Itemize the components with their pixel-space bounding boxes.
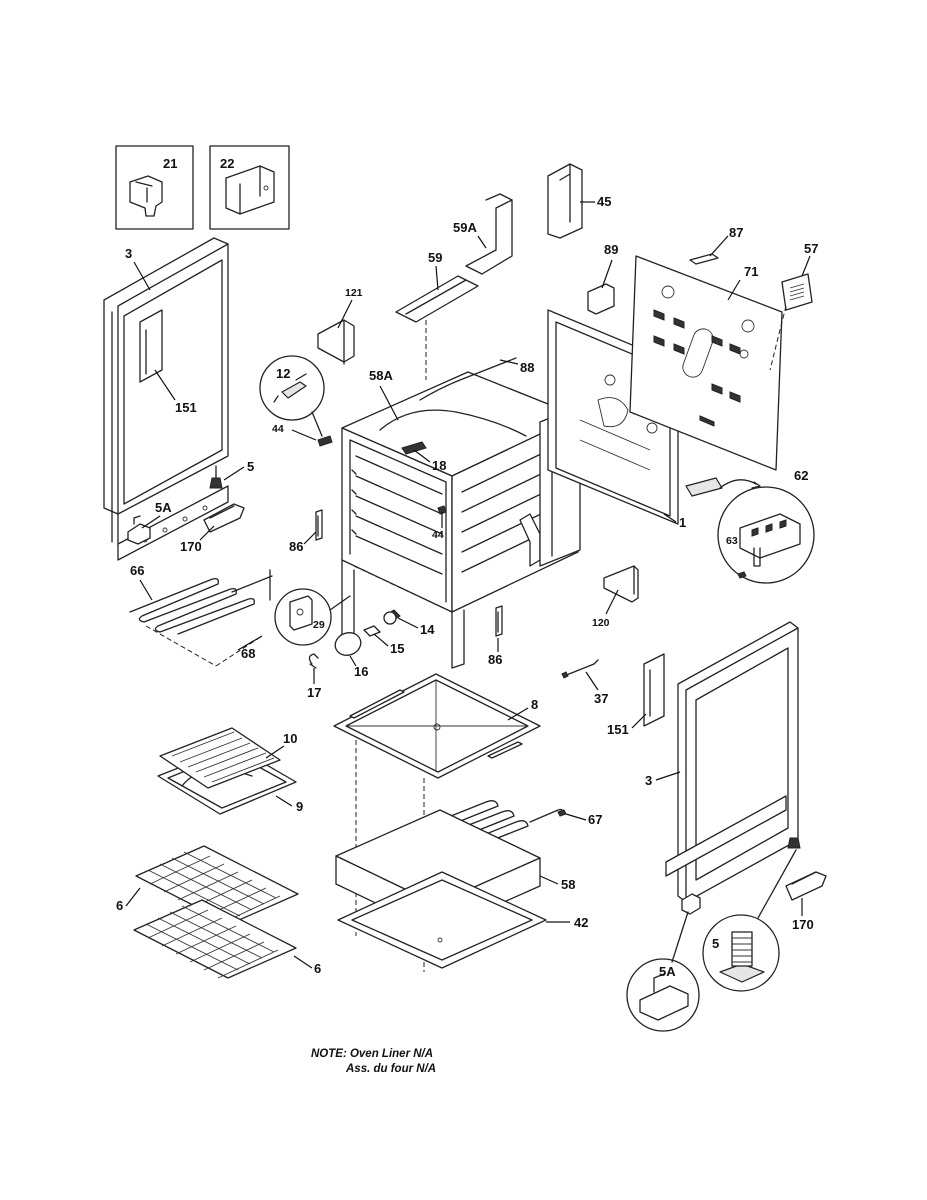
leveling-leg-5-left[interactable] xyxy=(209,465,223,489)
label-59: 59 xyxy=(428,250,442,265)
leveling-leg-5-right[interactable] xyxy=(787,837,801,849)
vent-duct-59A[interactable] xyxy=(465,193,513,275)
bake-element-67[interactable] xyxy=(405,800,567,857)
terminal-block-18[interactable] xyxy=(401,441,427,455)
broiler-grid-10[interactable] xyxy=(159,727,281,789)
right-door-hinge-bracket-151[interactable] xyxy=(643,653,665,727)
label-62: 62 xyxy=(794,468,808,483)
bracket-120[interactable] xyxy=(603,565,639,603)
label-58: 58 xyxy=(561,877,575,892)
label-120: 120 xyxy=(592,617,610,629)
label-6-lower: 6 xyxy=(314,961,321,976)
label-44-upper: 44 xyxy=(272,423,284,435)
oven-sensor-37[interactable] xyxy=(561,659,599,679)
leg-bracket-5A-right[interactable] xyxy=(681,893,701,915)
inset-part-21[interactable]: 21 xyxy=(115,145,194,230)
broil-element-66[interactable] xyxy=(129,569,273,635)
label-6-upper: 6 xyxy=(116,898,123,913)
anti-tip-bracket-170-left[interactable] xyxy=(203,503,245,533)
label-66: 66 xyxy=(130,563,144,578)
label-9: 9 xyxy=(296,799,303,814)
label-88: 88 xyxy=(520,360,534,375)
wire-harness-18 xyxy=(379,409,527,437)
label-17: 17 xyxy=(307,685,321,700)
label-68: 68 xyxy=(241,646,255,661)
part-29-callout[interactable] xyxy=(274,588,351,646)
label-16: 16 xyxy=(354,664,368,679)
heat-shield-68[interactable] xyxy=(145,625,263,667)
wire-88[interactable] xyxy=(419,357,517,401)
label-86-right: 86 xyxy=(488,652,502,667)
hinge-receptacle-86-right[interactable] xyxy=(495,605,503,637)
label-15: 15 xyxy=(390,641,404,656)
label-87: 87 xyxy=(729,225,743,240)
label-170-right: 170 xyxy=(792,917,814,932)
part-62-callout[interactable] xyxy=(717,486,815,584)
label-71: 71 xyxy=(744,264,758,279)
label-63: 63 xyxy=(726,535,738,547)
label-10: 10 xyxy=(283,731,297,746)
right-oven-door[interactable] xyxy=(665,621,799,903)
light-lens-16[interactable] xyxy=(332,629,364,659)
label-3-left: 3 xyxy=(125,246,132,261)
part-5-callout[interactable] xyxy=(702,849,797,992)
label-57: 57 xyxy=(804,241,818,256)
label-5A-left: 5A xyxy=(155,500,172,515)
label-21: 21 xyxy=(163,156,177,171)
note-line-2: Ass. du four N/A xyxy=(346,1063,437,1075)
label-89: 89 xyxy=(604,242,618,257)
lens-clip-17[interactable] xyxy=(308,653,319,669)
label-151-left: 151 xyxy=(175,400,197,415)
label-42: 42 xyxy=(574,915,588,930)
left-oven-door[interactable] xyxy=(103,237,229,561)
label-170-left: 170 xyxy=(180,539,202,554)
inset-part-22[interactable]: 22 xyxy=(209,145,290,230)
part-5A-callout[interactable] xyxy=(626,911,700,1032)
label-3-right: 3 xyxy=(645,773,652,788)
label-59A: 59A xyxy=(453,220,477,235)
label-151-right: 151 xyxy=(607,722,629,737)
label-45: 45 xyxy=(597,194,611,209)
hinge-receptacle-86-left[interactable] xyxy=(315,509,323,541)
label-22: 22 xyxy=(220,156,234,171)
rear-cover-71[interactable] xyxy=(629,255,783,471)
label-18: 18 xyxy=(432,458,446,473)
oven-cabinet-58A[interactable] xyxy=(341,371,579,669)
leg-bracket-5A-left[interactable] xyxy=(127,515,151,545)
label-5-right: 5 xyxy=(712,936,719,951)
note-line-1: NOTE: Oven Liner N/A xyxy=(311,1048,434,1060)
light-bulb-15[interactable] xyxy=(363,625,381,637)
label-86-left: 86 xyxy=(289,539,303,554)
arrow-62 xyxy=(719,479,757,489)
left-door-hinge-bracket-151[interactable] xyxy=(139,309,163,383)
label-1: 1 xyxy=(679,515,686,530)
bracket-121[interactable] xyxy=(317,319,355,365)
anti-tip-bracket-170-right[interactable] xyxy=(785,871,827,901)
oven-rack-6-lower[interactable] xyxy=(133,899,297,979)
label-8: 8 xyxy=(531,697,538,712)
sensor-44-lower[interactable] xyxy=(437,505,447,515)
label-121: 121 xyxy=(345,287,363,299)
terminal-block-62[interactable] xyxy=(685,477,723,497)
label-37: 37 xyxy=(594,691,608,706)
label-29: 29 xyxy=(313,619,325,631)
label-5-left: 5 xyxy=(247,459,254,474)
light-receptacle-14[interactable] xyxy=(383,609,401,625)
part-12-callout[interactable] xyxy=(259,355,325,437)
label-44-lower: 44 xyxy=(432,529,444,541)
clip-87[interactable] xyxy=(689,253,719,265)
label-14: 14 xyxy=(420,622,435,637)
vent-bracket-45[interactable] xyxy=(547,163,583,239)
label-67: 67 xyxy=(588,812,602,827)
label-12: 12 xyxy=(276,366,290,381)
label-5A-right: 5A xyxy=(659,964,676,979)
sensor-44-upper[interactable] xyxy=(317,435,333,447)
label-58A: 58A xyxy=(369,368,393,383)
drawer-tray-42[interactable] xyxy=(337,871,547,969)
vent-cover-57[interactable] xyxy=(781,273,813,311)
bracket-89[interactable] xyxy=(587,283,615,315)
oven-bottom-panel-8[interactable] xyxy=(333,673,541,779)
